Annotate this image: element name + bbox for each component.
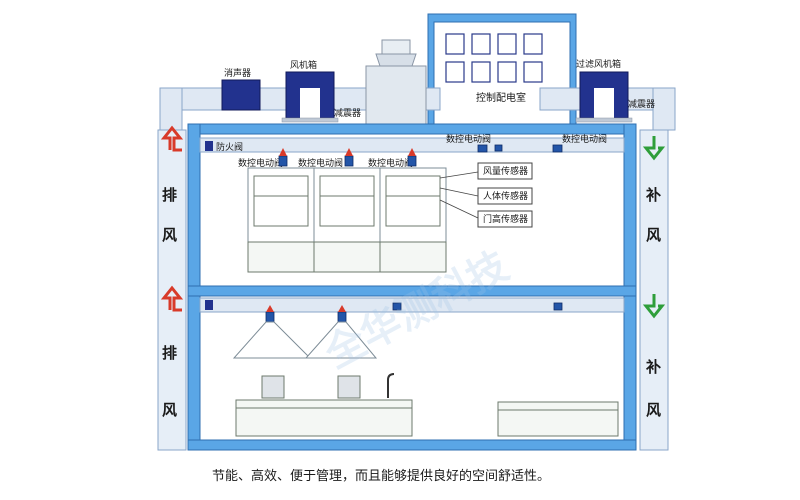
caption: 节能、高效、便于管理，而且能够提供良好的空间舒适性。 <box>212 468 550 484</box>
valve-hood-1-label: 数控电动阀 <box>238 157 283 169</box>
valve-hood-3-label: 数控电动阀 <box>368 157 413 169</box>
supply-label-2a: 补 <box>645 358 661 376</box>
supply-riser: 补 风 补 风 <box>639 129 669 451</box>
supply-label-1a: 补 <box>645 186 661 204</box>
control-room-windows <box>445 33 543 83</box>
sensor-callouts: 风量传感器 人体传感器 门高传感器 <box>439 162 533 228</box>
exhaust-riser: 排 风 排 风 <box>157 125 187 451</box>
fan-box-label: 风机箱 <box>290 59 317 71</box>
sensor-airflow-label: 风量传感器 <box>483 165 528 177</box>
exhaust-label-2b: 风 <box>162 401 177 419</box>
exhaust-label-2a: 排 <box>162 344 177 362</box>
filter-fan-box-label: 过滤风机箱 <box>576 58 621 70</box>
valve-supply-top-r-label: 数控电动阀 <box>562 133 607 145</box>
valve-exhaust-label: 数控电动阀 <box>446 133 491 145</box>
scrubber-tower <box>364 39 428 135</box>
sensor-door-label: 门高传感器 <box>483 213 528 225</box>
lab-bench-right <box>497 401 619 437</box>
silencer: 消声器 <box>221 67 261 111</box>
fume-hood-row: 数控电动阀 数控电动阀 数控电动阀 <box>238 148 447 273</box>
valve-hood-2-label: 数控电动阀 <box>298 157 343 169</box>
fan-box: 风机箱 减震器 <box>281 59 361 123</box>
damping-right-label: 减震器 <box>628 98 655 110</box>
filter-fan-box: 过滤风机箱 减震器 <box>575 58 655 123</box>
silencer-label: 消声器 <box>224 67 251 79</box>
fume-hood-1 <box>247 155 315 273</box>
sensor-body-label: 人体传感器 <box>483 190 528 202</box>
damping-label: 减震器 <box>334 107 361 119</box>
exhaust-label-1b: 风 <box>162 226 177 244</box>
control-room-label: 控制配电室 <box>476 91 526 104</box>
fire-damper-label: 防火阀 <box>216 141 243 153</box>
building-structure <box>187 123 637 451</box>
fume-hood-2 <box>313 155 381 273</box>
control-room: 控制配电室 <box>427 13 577 133</box>
supply-label-1b: 风 <box>646 226 661 244</box>
canopy-hoods <box>232 321 378 359</box>
supply-label-2b: 风 <box>646 401 661 419</box>
exhaust-label-1a: 排 <box>162 186 177 204</box>
lab-bench-left <box>235 373 413 437</box>
fume-hood-3 <box>379 155 447 273</box>
lower-ceiling-duct <box>199 297 625 323</box>
